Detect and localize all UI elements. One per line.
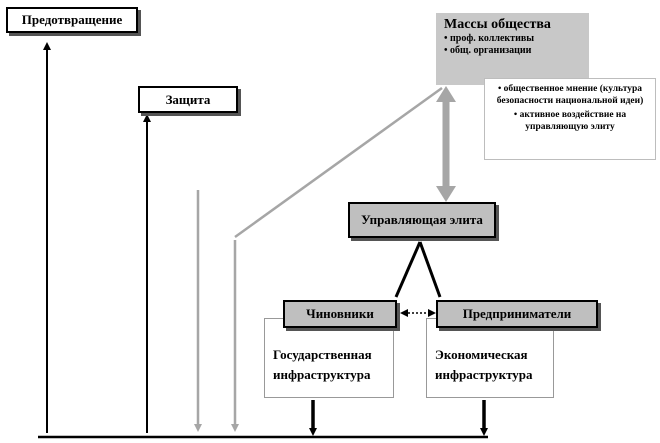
entrepreneurs-label: Предприниматели	[462, 306, 572, 321]
opinion-item: активное воздействие на управляющую элит…	[491, 109, 649, 133]
masses-title: Массы общества	[444, 17, 551, 32]
masses-list: проф. коллективы общ. организации	[444, 33, 581, 57]
double-arrow-head-up	[436, 86, 456, 102]
protection-label: Защита	[165, 91, 211, 107]
economic-infra-box: Экономическая инфраструктура	[426, 318, 554, 398]
prevention-label: Предотвращение	[21, 12, 123, 27]
opinion-list: общественное мнение (культура безопаснос…	[491, 83, 649, 133]
prevention-box: Предотвращение	[6, 7, 138, 33]
state-infra-label: Государственная инфраструктура	[273, 347, 372, 382]
opinion-item: общественное мнение (культура безопаснос…	[491, 83, 649, 107]
elite-label: Управляющая элита	[361, 212, 483, 227]
masses-box: Массы общества проф. коллективы общ. орг…	[436, 13, 589, 85]
officials-label: Чиновники	[306, 306, 374, 321]
state-infra-box: Государственная инфраструктура	[264, 318, 394, 398]
elite-to-officials-line	[394, 241, 422, 298]
economic-infra-label: Экономическая инфраструктура	[435, 347, 533, 382]
elite-to-entrepreneurs-line	[418, 241, 442, 298]
double-arrow-head-down	[436, 186, 456, 202]
public-opinion-box: общественное мнение (культура безопаснос…	[484, 78, 656, 160]
masses-diagonal-line	[234, 86, 443, 239]
masses-item: общ. организации	[444, 45, 581, 57]
officials-box: Чиновники	[283, 300, 397, 328]
entrepreneurs-box: Предприниматели	[436, 300, 598, 328]
masses-item: проф. коллективы	[444, 33, 581, 45]
protection-box: Защита	[138, 86, 238, 113]
elite-box: Управляющая элита	[348, 202, 496, 238]
